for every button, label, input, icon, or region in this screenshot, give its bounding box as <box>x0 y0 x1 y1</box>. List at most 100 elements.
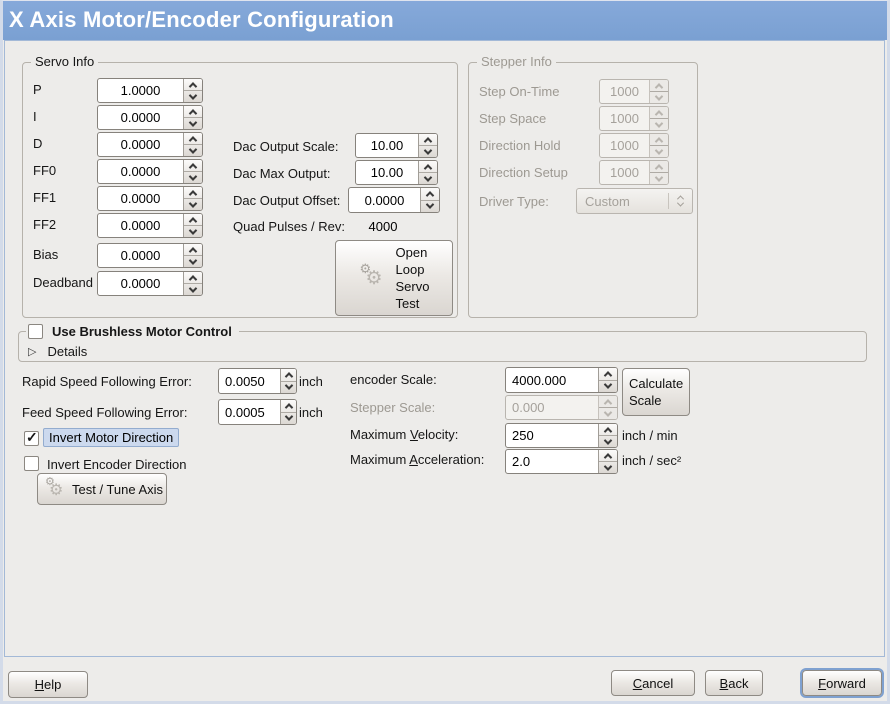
spin-buttons[interactable] <box>183 272 202 295</box>
spin-down-icon[interactable] <box>184 225 202 237</box>
max-velocity-label: Maximum Velocity: <box>350 427 459 442</box>
spin-buttons[interactable] <box>418 161 437 184</box>
spin-buttons[interactable] <box>183 187 202 210</box>
ff2-spinbox[interactable]: 0.0000 <box>97 213 203 238</box>
spin-up-icon[interactable] <box>599 368 617 380</box>
spin-down-icon[interactable] <box>599 435 617 447</box>
spin-down-icon[interactable] <box>184 255 202 267</box>
spin-down-icon[interactable] <box>419 145 437 157</box>
ff0-spinbox[interactable]: 0.0000 <box>97 159 203 184</box>
encoder-scale-spinbox[interactable]: 4000.000 <box>505 367 618 393</box>
spin-down-icon[interactable] <box>599 461 617 473</box>
spin-up-icon[interactable] <box>184 106 202 118</box>
spin-up-icon[interactable] <box>184 133 202 145</box>
max-velocity-unit: inch / min <box>622 428 678 443</box>
spin-buttons[interactable] <box>598 424 617 447</box>
ff1-spinbox[interactable]: 0.0000 <box>97 186 203 211</box>
driver-type-combobox: Custom <box>576 188 693 214</box>
spin-up-icon[interactable] <box>184 214 202 226</box>
spin-up-icon[interactable] <box>599 424 617 436</box>
spin-up-icon[interactable] <box>419 134 437 146</box>
quad-pulses-value: 4000 <box>368 219 398 234</box>
direction-setup-label: Direction Setup <box>479 165 568 180</box>
d-spinbox[interactable]: 0.0000 <box>97 132 203 157</box>
spin-buttons[interactable] <box>280 400 296 424</box>
ff2-label: FF2 <box>33 217 57 232</box>
feed-error-spinbox[interactable]: 0.0005 <box>218 399 297 425</box>
max-accel-spinbox[interactable]: 2.0 <box>505 449 618 474</box>
spin-down-icon[interactable] <box>184 283 202 295</box>
calculate-scale-button[interactable]: Calculate Scale <box>622 368 690 416</box>
brushless-checkbox-row[interactable]: Use Brushless Motor Control <box>26 322 239 340</box>
open-loop-servo-test-button[interactable]: ⚙⚙ Open Loop Servo Test <box>335 240 453 316</box>
direction-setup-spinbox: 1000 <box>599 160 669 185</box>
step-on-time-label: Step On-Time <box>479 84 560 99</box>
spin-buttons[interactable] <box>598 450 617 473</box>
spin-buttons[interactable] <box>183 79 202 102</box>
spin-down-icon[interactable] <box>419 172 437 184</box>
servo-info-frame-title: Servo Info <box>31 55 99 69</box>
spin-buttons[interactable] <box>420 188 439 212</box>
dac-output-offset-spinbox[interactable]: 0.0000 <box>348 187 440 213</box>
rapid-error-spinbox[interactable]: 0.0050 <box>218 368 297 394</box>
invert-motor-label[interactable]: Invert Motor Direction <box>43 428 180 447</box>
spin-down-icon[interactable] <box>184 198 202 210</box>
spin-down-icon[interactable] <box>281 411 296 425</box>
spin-buttons[interactable] <box>183 244 202 267</box>
spin-up-icon[interactable] <box>419 161 437 173</box>
spin-buttons[interactable] <box>183 106 202 129</box>
spin-down-icon[interactable] <box>599 379 617 393</box>
spin-down-icon[interactable] <box>421 199 439 213</box>
spin-up-icon[interactable] <box>184 187 202 199</box>
spin-up-icon[interactable] <box>599 450 617 462</box>
use-brushless-checkbox[interactable] <box>28 323 43 339</box>
spin-buttons[interactable] <box>280 369 296 393</box>
invert-motor-checkbox[interactable] <box>24 429 39 446</box>
spin-up-icon <box>650 80 668 92</box>
spin-down-icon[interactable] <box>184 117 202 129</box>
spin-buttons[interactable] <box>418 134 437 157</box>
spin-buttons <box>649 134 668 157</box>
spin-up-icon[interactable] <box>184 160 202 172</box>
spin-buttons[interactable] <box>598 368 617 392</box>
dac-max-output-spinbox[interactable]: 10.00 <box>355 160 438 185</box>
deadband-spinbox[interactable]: 0.0000 <box>97 271 203 296</box>
stepper-info-frame: Stepper Info Step On-Time Step Space Dir… <box>468 55 698 318</box>
invert-encoder-label[interactable]: Invert Encoder Direction <box>47 457 187 472</box>
max-accel-unit: inch / sec² <box>622 453 682 468</box>
max-velocity-spinbox[interactable]: 250 <box>505 423 618 448</box>
invert-encoder-checkbox[interactable] <box>24 456 39 471</box>
spin-down-icon[interactable] <box>281 380 296 394</box>
spin-buttons[interactable] <box>183 214 202 237</box>
spin-up-icon[interactable] <box>281 369 296 381</box>
test-tune-axis-button[interactable]: ⚙⚙ Test / Tune Axis <box>37 473 167 505</box>
spin-down-icon[interactable] <box>184 144 202 156</box>
spin-buttons[interactable] <box>183 160 202 183</box>
spin-up-icon[interactable] <box>184 244 202 256</box>
p-spinbox[interactable]: 1.0000 <box>97 78 203 103</box>
open-loop-servo-test-label: Open Loop Servo Test <box>395 245 430 311</box>
spin-up-icon[interactable] <box>184 272 202 284</box>
spin-down-icon[interactable] <box>184 171 202 183</box>
bias-spinbox[interactable]: 0.0000 <box>97 243 203 268</box>
spin-up-icon[interactable] <box>421 188 439 200</box>
spin-up-icon[interactable] <box>281 400 296 412</box>
spin-buttons <box>649 80 668 103</box>
step-space-spinbox: 1000 <box>599 106 669 131</box>
dac-output-scale-spinbox[interactable]: 10.00 <box>355 133 438 158</box>
i-label: I <box>33 109 37 124</box>
i-spinbox[interactable]: 0.0000 <box>97 105 203 130</box>
spin-down-icon <box>650 145 668 157</box>
spin-up-icon[interactable] <box>184 79 202 91</box>
spin-buttons[interactable] <box>183 133 202 156</box>
test-tune-axis-label: Test / Tune Axis <box>72 481 164 497</box>
details-expander[interactable]: ▷ Details <box>28 344 87 359</box>
max-accel-label: Maximum Acceleration: <box>350 452 485 467</box>
spin-up-icon <box>599 396 617 408</box>
spin-down-icon[interactable] <box>184 90 202 102</box>
